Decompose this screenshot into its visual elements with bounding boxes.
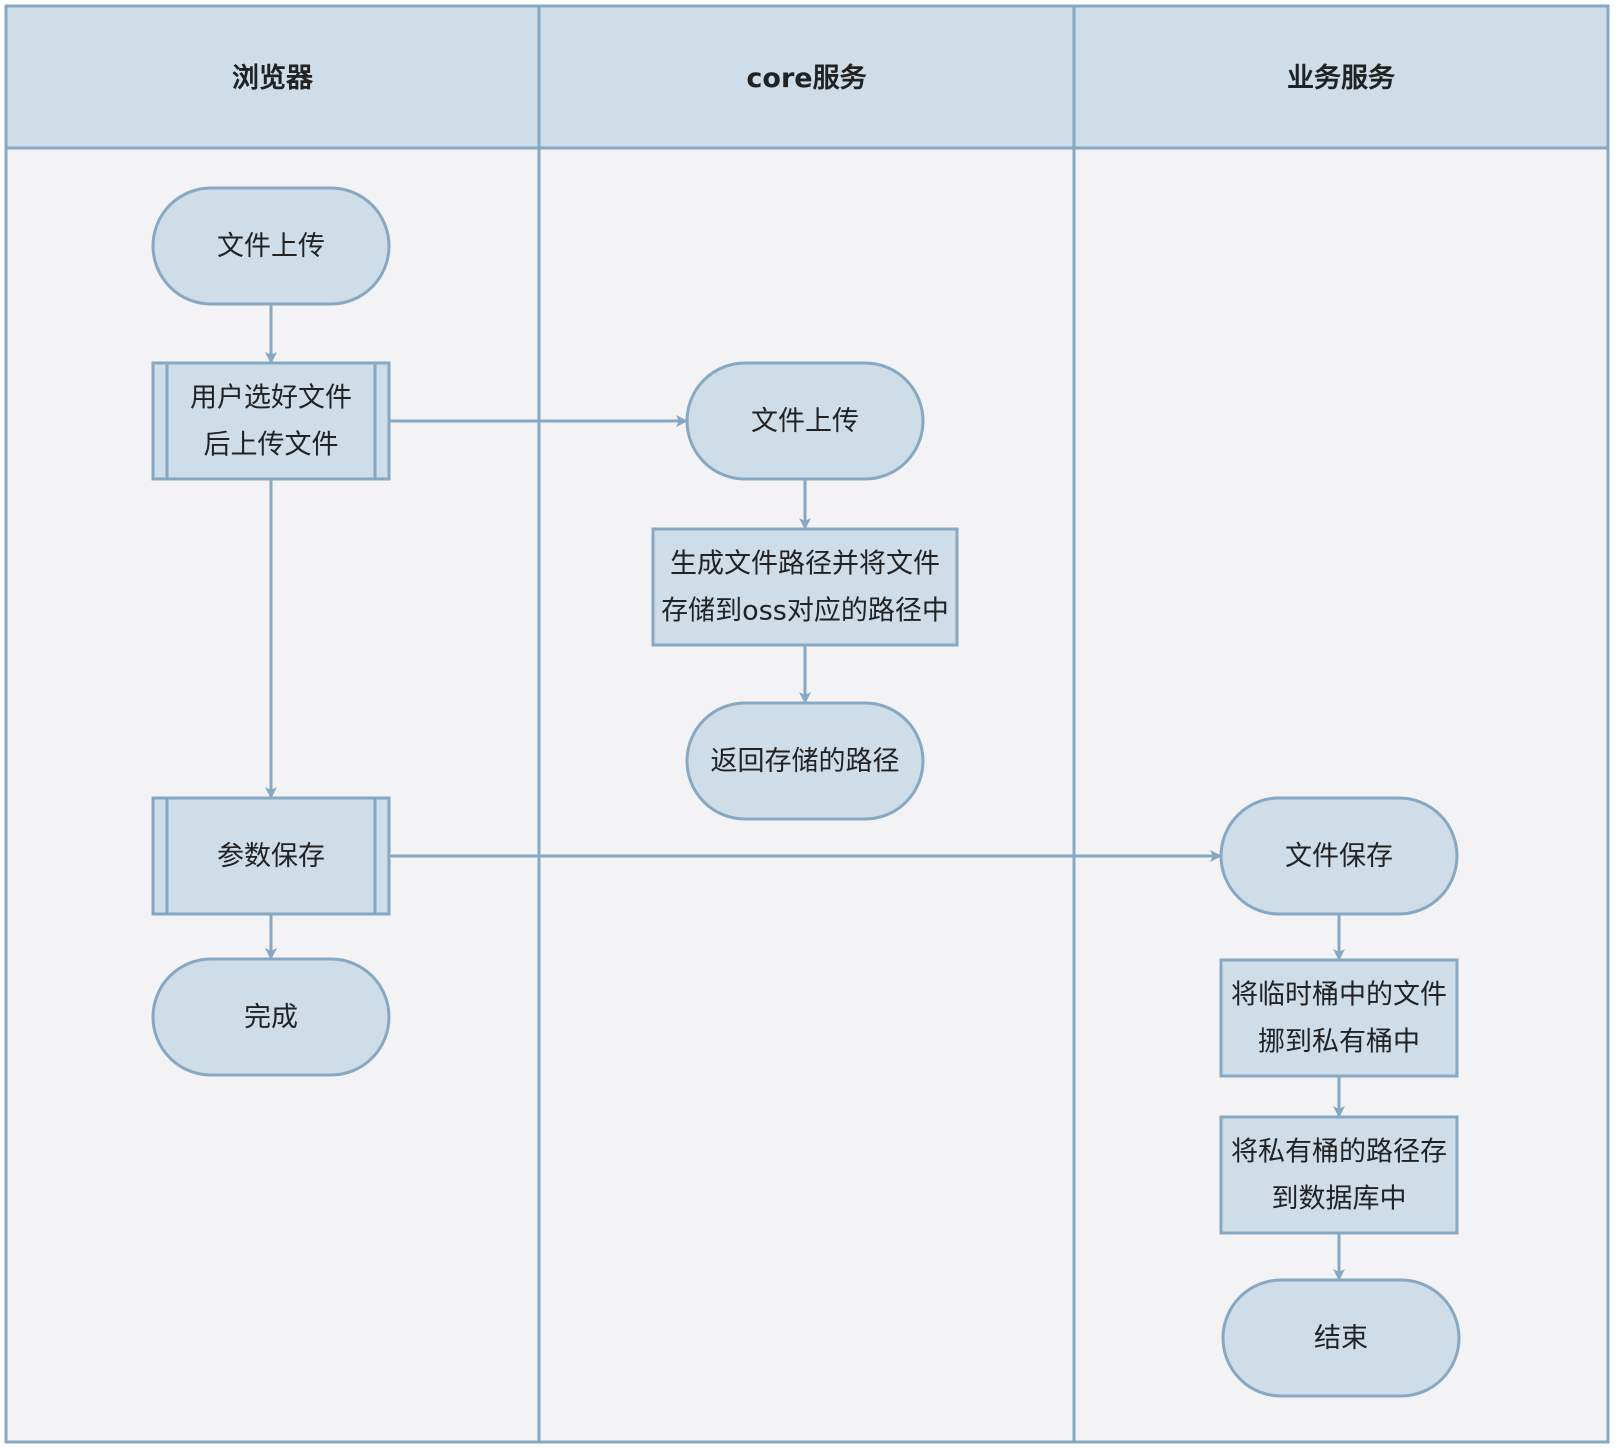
node-label: 文件保存 [1285,841,1393,872]
lane-browser: 浏览器 [232,62,314,94]
process-shape [1219,1115,1459,1235]
node-label: 将私有桶的路径存 [1231,1137,1447,1168]
node-s_end: 结束 [1221,1278,1461,1398]
process-shape [1219,958,1459,1078]
node-label: 后上传文件 [204,430,339,461]
node-label: 结束 [1314,1323,1368,1354]
node-label: 文件上传 [751,406,859,437]
terminal-shape [151,186,391,306]
node-c_return: 返回存储的路径 [685,701,925,821]
node-label: 到数据库中 [1272,1184,1407,1215]
diagram-frame [4,4,1610,1444]
node-b_upload: 文件上传 [151,186,391,306]
terminal-shape [685,701,925,821]
node-b_save: 参数保存 [151,796,391,916]
subprocess-shape [151,361,391,481]
nodes-layer: 文件上传用户选好文件后上传文件参数保存完成文件上传生成文件路径并将文件存储到os… [151,186,1461,1398]
lane-title-browser: 浏览器 [232,62,314,94]
node-c_upload: 文件上传 [685,361,925,481]
lane-title-core: core服务 [746,63,866,94]
terminal-shape [685,361,925,481]
node-label: 将临时桶中的文件 [1231,980,1447,1011]
process-shape [651,527,959,647]
terminal-shape [1221,1278,1461,1398]
lane-business: 业务服务 [1287,63,1395,94]
terminal-shape [1219,796,1459,916]
lane-title-business: 业务服务 [1287,63,1395,94]
node-label: 文件上传 [217,231,325,262]
node-label: 挪到私有桶中 [1258,1027,1420,1058]
node-label: 生成文件路径并将文件 [670,549,940,580]
node-label: 返回存储的路径 [711,746,900,777]
node-s_save: 文件保存 [1219,796,1459,916]
node-label: 参数保存 [217,841,325,872]
terminal-shape [151,957,391,1077]
edges-layer [265,304,1345,1281]
lane-core: core服务 [746,63,866,94]
node-label: 存储到oss对应的路径中 [661,596,949,627]
node-label: 用户选好文件 [190,383,352,414]
node-b_done: 完成 [151,957,391,1077]
subprocess-shape [151,796,391,916]
node-label: 完成 [244,1002,298,1033]
